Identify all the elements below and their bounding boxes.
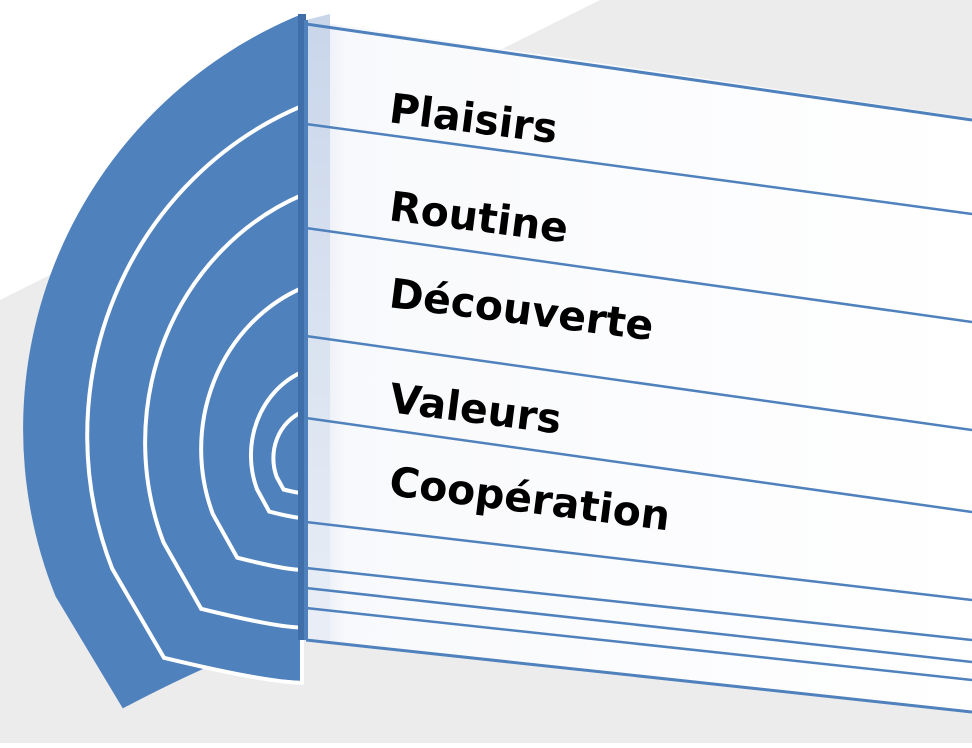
panel-band-line-4	[305, 334, 972, 432]
panel-side-edge	[306, 14, 330, 640]
panel-band-line-5	[305, 416, 972, 514]
perspective-panel	[304, 14, 972, 714]
panel-band-line-3	[305, 226, 972, 324]
concentric-rings	[23, 14, 306, 709]
ring-6	[271, 408, 304, 496]
panel-band-line-10	[305, 638, 972, 714]
panel-band-line-8	[305, 586, 972, 664]
ring-cut-edge	[298, 14, 306, 640]
panel-band-line-1	[305, 22, 972, 122]
panel-band-line-2	[305, 122, 972, 216]
panel-face	[306, 20, 972, 712]
panel-band-line-7	[305, 566, 972, 642]
panel-band-line-9	[305, 606, 972, 682]
panel-band-line-6	[305, 520, 972, 602]
